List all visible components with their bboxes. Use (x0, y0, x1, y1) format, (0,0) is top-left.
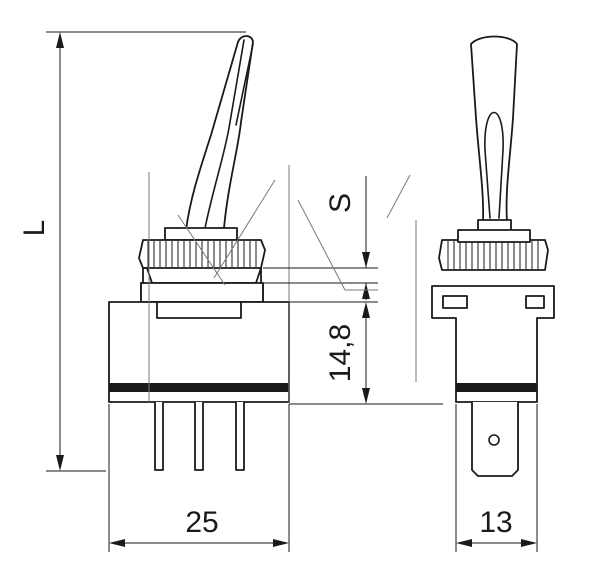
front-view (108, 35, 290, 471)
front-pins (154, 402, 245, 471)
dim-label-25: 25 (185, 506, 218, 539)
side-terminal (471, 402, 519, 477)
dimension-13: 13 (455, 404, 538, 552)
front-flange (140, 282, 264, 303)
side-body (431, 285, 555, 403)
dimension-25: 25 (108, 404, 290, 552)
dim-label-S: S (324, 193, 357, 213)
dimension-S: S (263, 176, 378, 300)
dimension-14-8: 14,8 (263, 301, 443, 405)
dimension-L: L (18, 31, 246, 472)
front-lever (185, 35, 254, 231)
dim-label-14-8: 14,8 (324, 324, 357, 382)
front-body (108, 301, 290, 403)
side-view (386, 35, 555, 477)
front-nut (138, 227, 266, 269)
dim-label-13: 13 (479, 506, 512, 539)
side-travel-line (386, 174, 411, 219)
side-lever (470, 35, 518, 235)
side-nut (438, 239, 549, 271)
side-bushing (457, 229, 531, 243)
nut-knurling (147, 241, 257, 267)
dim-label-L: L (18, 220, 51, 237)
